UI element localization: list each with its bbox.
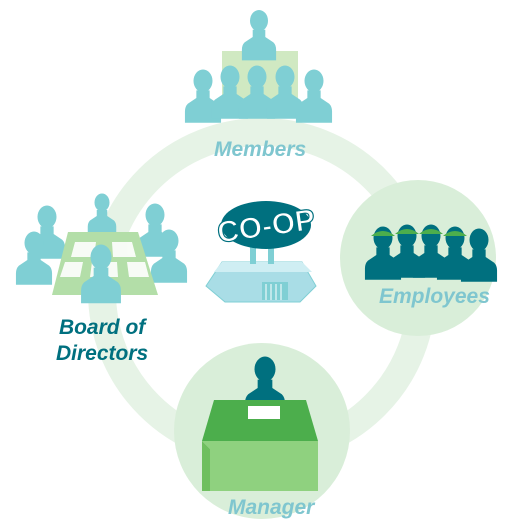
board-label-line-2: Directors xyxy=(56,342,149,365)
board-label-line-1: Board of xyxy=(58,316,146,339)
employees-group-icon xyxy=(364,224,498,282)
manager-label: Manager xyxy=(228,496,315,519)
board-table-icon xyxy=(15,193,188,304)
coop-store-icon: CO-OP xyxy=(205,201,318,303)
members-group-icon xyxy=(184,9,333,123)
coop-sign-text: CO-OP xyxy=(215,203,317,249)
members-label: Members xyxy=(214,138,307,161)
employees-label: Employees xyxy=(379,285,490,308)
board-of-directors-label: Board of Directors xyxy=(56,315,148,367)
manager-desk-icon xyxy=(202,356,318,491)
